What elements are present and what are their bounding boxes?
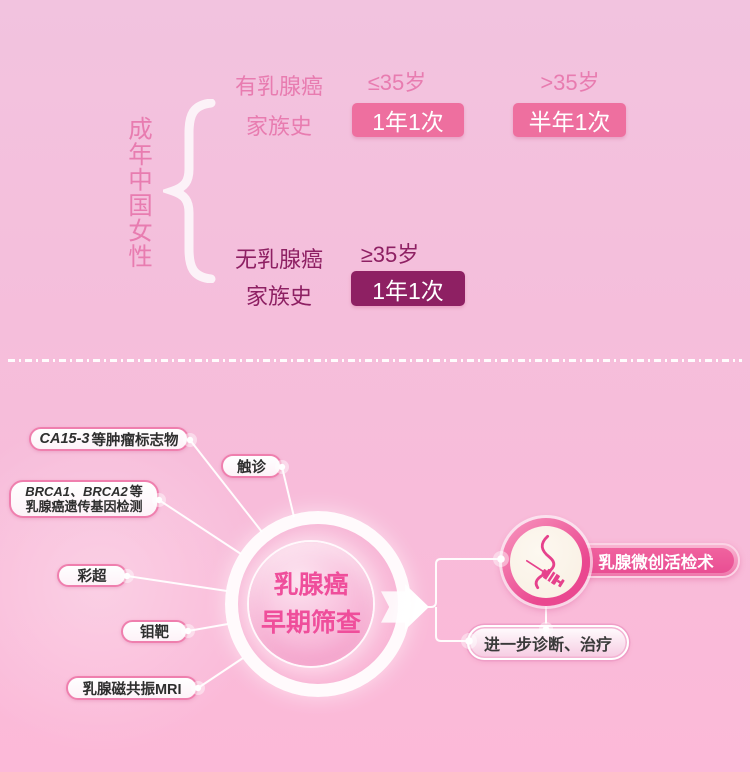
age-label-le35: ≤35岁	[367, 70, 427, 95]
biopsy-syringe-icon	[525, 534, 565, 590]
frequency-button-halfyear: 半年1次	[513, 103, 626, 137]
biopsy-circle-inner	[510, 526, 582, 598]
age-label-gt35: >35岁	[540, 70, 600, 95]
dashed-divider-line	[8, 359, 742, 362]
group-label-adult-women: 成年中国女性	[125, 116, 152, 269]
brace-icon	[163, 99, 216, 283]
center-circle-screening: 乳腺癌 早期筛查	[249, 542, 373, 666]
further-diagnosis-pill: 进一步诊断、治疗	[467, 625, 629, 660]
condition-with-history-line1: 有乳腺癌	[234, 74, 323, 99]
tumor-marker-code: CA15-3	[39, 431, 90, 447]
method-pill-palpation: 触诊	[221, 454, 282, 478]
center-title-line2: 早期筛查	[260, 608, 361, 637]
method-pill-mri: 乳腺磁共振MRI	[66, 676, 198, 700]
condition-with-history-line2: 家族史	[245, 114, 312, 139]
frequency-button-yearly-dark: 1年1次	[351, 271, 465, 306]
biopsy-circle	[502, 518, 590, 606]
frequency-button-yearly: 1年1次	[352, 103, 464, 137]
biopsy-pill: 乳腺微创活检术	[572, 543, 740, 578]
gene-suffix: 等	[129, 484, 143, 499]
center-title-line1: 乳腺癌	[273, 570, 349, 599]
condition-no-history-line2: 家族史	[245, 284, 312, 309]
gene-test-line2: 乳腺癌遗传基因检测	[25, 499, 143, 514]
method-pill-mammography: 钼靶	[121, 620, 188, 643]
tumor-marker-text: 等肿瘤标志物	[91, 432, 179, 449]
age-label-ge35: ≥35岁	[360, 242, 420, 267]
condition-no-history-line1: 无乳腺癌	[234, 247, 323, 272]
method-pill-ultrasound: 彩超	[57, 564, 127, 587]
gene-codes: BRCA1、BRCA2	[25, 484, 128, 499]
biopsy-pill-label: 乳腺微创活检术	[578, 548, 734, 573]
